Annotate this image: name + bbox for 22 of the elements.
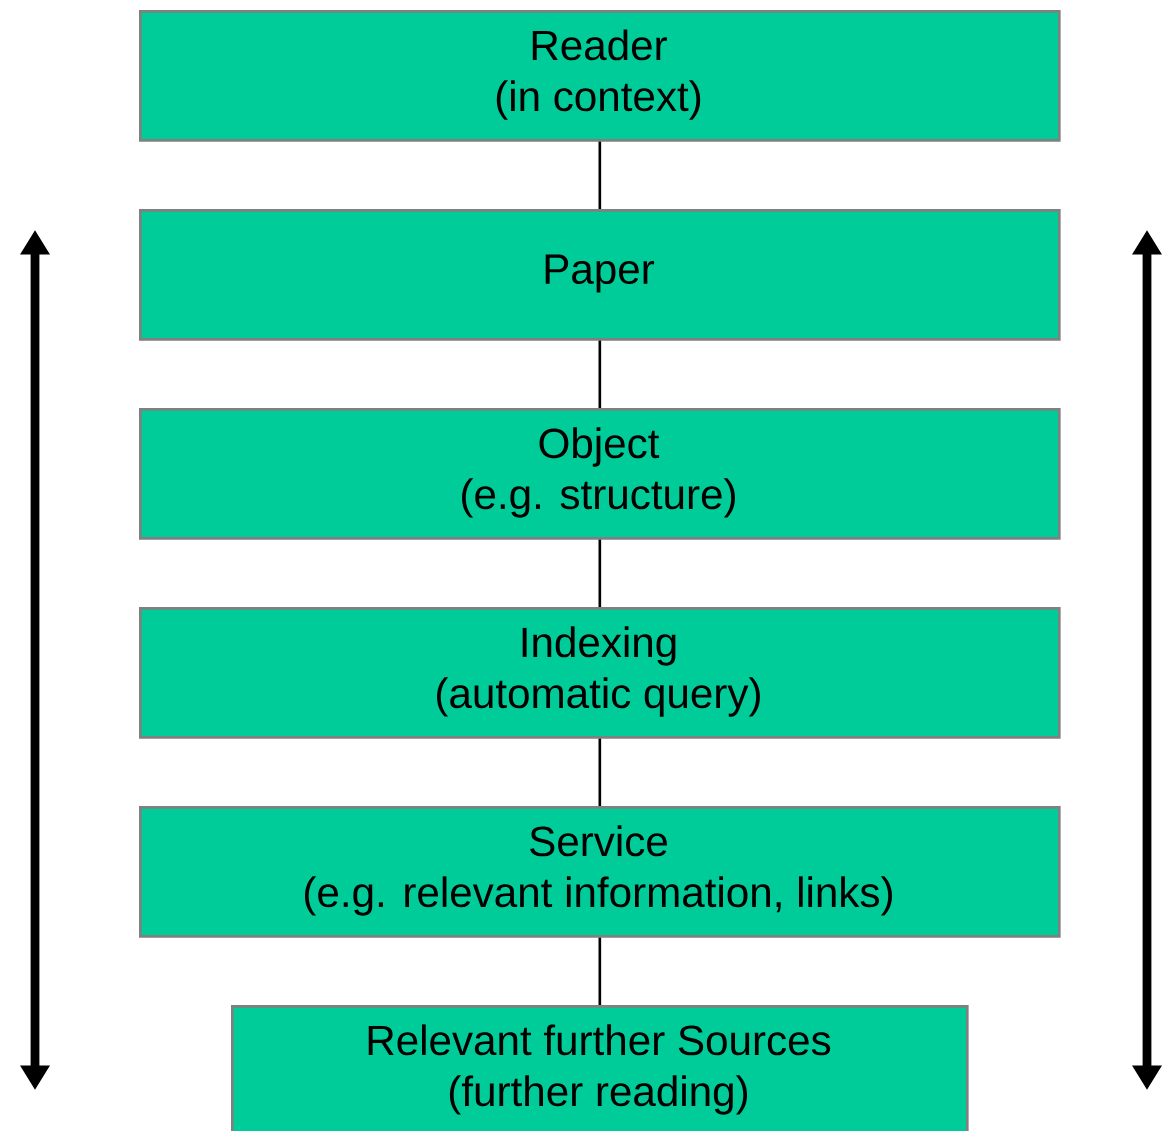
- connector-line: [598, 141, 602, 209]
- node-label: Object: [539, 427, 660, 467]
- process-box: [139, 607, 1061, 739]
- node-label: (e.g. relevant information, links): [304, 876, 892, 916]
- process-box: [139, 10, 1061, 142]
- node-label: (further reading): [449, 1075, 748, 1115]
- node-label: (in context): [496, 80, 701, 120]
- node-label: Indexing: [522, 626, 676, 666]
- connector-line: [598, 340, 602, 408]
- node-label: Paper: [545, 254, 655, 293]
- connector-line: [598, 738, 602, 806]
- process-box: [139, 408, 1061, 540]
- connector-line: [598, 539, 602, 607]
- process-box: [231, 1005, 969, 1131]
- connector-line: [598, 937, 602, 1005]
- node-label: Reader: [532, 29, 667, 61]
- node-label: (e.g. structure): [462, 478, 735, 518]
- node-label: (automatic query): [437, 677, 760, 717]
- node-label: Service: [530, 825, 667, 857]
- process-box: [139, 806, 1061, 938]
- process-box: [139, 209, 1061, 341]
- node-label: Relevant further Sources: [368, 1024, 831, 1056]
